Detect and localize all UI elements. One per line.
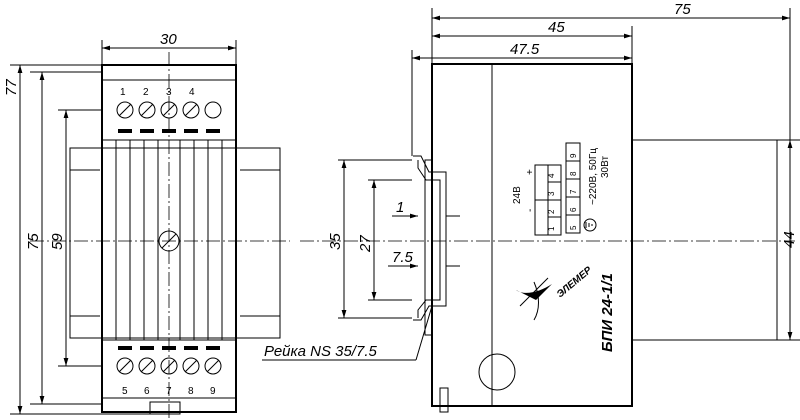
label-terminal-6: 6 [569, 207, 578, 212]
bottom-latch [149, 401, 181, 415]
label-24v: 24В [512, 186, 523, 204]
side-front-module [631, 139, 778, 341]
label-terminal-2: 2 [547, 209, 556, 214]
rail-label: Рейка NS 35/7.5 [264, 343, 377, 360]
label-terminal-9: 9 [569, 153, 578, 158]
side-view: 24В + - 1 2 3 4 5 6 7 8 9 ~220В, 50Гц [262, 1, 800, 413]
ground-icon [583, 218, 597, 232]
dim-front-body-height: 75 [25, 233, 42, 250]
dim-rail-depth: 7.5 [392, 249, 414, 266]
dim-rail-outer: 35 [327, 233, 344, 250]
elemer-logo-icon [516, 277, 552, 321]
front-top-terminal-4: 4 [189, 87, 195, 98]
dim-front-width: 30 [160, 31, 177, 48]
side-body [431, 63, 633, 407]
front-top-terminal-1: 1 [120, 87, 126, 98]
dim-side-rail-offset: 47.5 [510, 41, 540, 58]
front-bottom-terminal-9: 9 [210, 386, 216, 397]
dim-front-total-height: 77 [3, 79, 20, 96]
side-label: 24В + - 1 2 3 4 5 6 7 8 9 ~220В, 50Гц [512, 142, 616, 352]
dim-front-module-height: 44 [781, 231, 798, 248]
label-terminal-5: 5 [569, 225, 578, 230]
label-plus: + [525, 169, 536, 175]
label-terminal-1: 1 [547, 226, 556, 231]
din-rail-profile [413, 155, 458, 321]
front-bottom-terminal-8: 8 [188, 386, 194, 397]
label-brand: ЭЛЕМЕР [555, 265, 595, 301]
dim-side-body: 45 [548, 19, 565, 36]
front-view: 1 2 3 4 5 [3, 31, 290, 418]
label-terminal-8: 8 [569, 171, 578, 176]
front-bottom-terminal-5: 5 [122, 386, 128, 397]
din-rail-front [69, 147, 281, 339]
dim-rail-inner: 27 [357, 235, 374, 253]
label-minus: - [525, 209, 536, 212]
dim-side-overall: 75 [674, 1, 691, 18]
front-bottom-terminal-6: 6 [144, 386, 150, 397]
label-power: 30Вт [600, 156, 611, 178]
dim-rail-thickness: 1 [396, 199, 404, 216]
side-release-circle [478, 353, 516, 391]
label-terminal-4: 4 [547, 173, 556, 178]
dim-front-rail-height: 59 [49, 233, 66, 250]
side-foot [439, 387, 449, 413]
label-ac-supply: ~220В, 50Гц [588, 148, 599, 205]
front-top-terminal-2: 2 [143, 87, 149, 98]
label-terminal-3: 3 [547, 191, 556, 196]
label-terminal-7: 7 [569, 189, 578, 194]
label-model: БПИ 24-1/1 [599, 273, 616, 352]
